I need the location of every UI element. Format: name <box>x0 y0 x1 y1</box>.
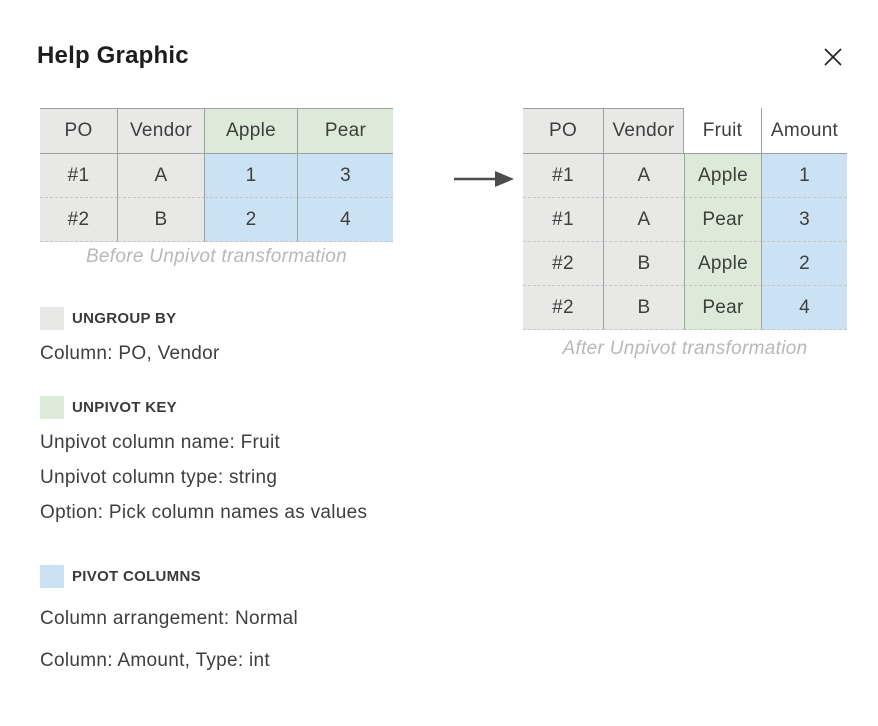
legend-line: Column: Amount, Type: int <box>40 650 270 671</box>
column-header-amount: Amount <box>762 108 847 154</box>
table-cell: A <box>604 198 684 242</box>
column-header-vendor: Vendor <box>118 108 205 154</box>
table-cell: Pear <box>684 286 762 330</box>
table-cell: 4 <box>762 286 847 330</box>
pivot-color-swatch <box>40 564 64 588</box>
legend-section-ungroup: UNGROUP BY Column: PO, Vendor <box>40 306 220 365</box>
legend-header: UNGROUP BY <box>40 306 220 330</box>
dialog-title: Help Graphic <box>37 42 189 69</box>
table-cell: 4 <box>298 198 393 242</box>
transform-arrow <box>453 168 515 195</box>
table-cell: 3 <box>762 198 847 242</box>
table-cell: 2 <box>205 198 298 242</box>
ungroup-color-swatch <box>40 306 64 330</box>
table-cell: #1 <box>523 198 604 242</box>
legend-title: UNGROUP BY <box>72 309 177 327</box>
before-table-caption: Before Unpivot transformation <box>85 246 348 267</box>
table-cell: B <box>118 198 205 242</box>
table-cell: #2 <box>40 198 118 242</box>
table-cell: #2 <box>523 242 604 286</box>
table-cell: 2 <box>762 242 847 286</box>
table-cell: A <box>604 154 684 198</box>
legend-header: UNPIVOT KEY <box>40 395 367 419</box>
legend-line: Option: Pick column names as values <box>40 502 368 523</box>
table-cell: #1 <box>523 154 604 198</box>
table-cell: Pear <box>684 198 762 242</box>
table-cell: 3 <box>298 154 393 198</box>
table-cell: #1 <box>40 154 118 198</box>
legend-line: Unpivot column name: Fruit <box>40 432 281 453</box>
after-table-caption: After Unpivot transformation <box>562 338 808 359</box>
legend-line: Column: PO, Vendor <box>40 343 220 364</box>
table-cell: B <box>604 286 684 330</box>
legend-title: PIVOT COLUMNS <box>72 567 201 585</box>
column-header-fruit: Fruit <box>684 108 762 154</box>
close-icon <box>824 48 842 66</box>
table-cell: A <box>118 154 205 198</box>
legend-line: Unpivot column type: string <box>40 467 278 488</box>
column-header-pear: Pear <box>298 108 393 154</box>
column-header-apple: Apple <box>205 108 298 154</box>
table-cell: 1 <box>762 154 847 198</box>
transform-arrow-icon <box>454 171 514 187</box>
column-header-vendor: Vendor <box>604 108 684 154</box>
close-button[interactable] <box>816 40 850 74</box>
table-cell: B <box>604 242 684 286</box>
table-cell: 1 <box>205 154 298 198</box>
legend-title: UNPIVOT KEY <box>72 398 177 416</box>
column-header-po: PO <box>523 108 604 154</box>
table-cell: Apple <box>684 154 762 198</box>
legend-header: PIVOT COLUMNS <box>40 564 298 588</box>
key-color-swatch <box>40 395 64 419</box>
table-cell: #2 <box>523 286 604 330</box>
table-cell: Apple <box>684 242 762 286</box>
legend-line: Column arrangement: Normal <box>40 608 299 629</box>
column-header-po: PO <box>40 108 118 154</box>
